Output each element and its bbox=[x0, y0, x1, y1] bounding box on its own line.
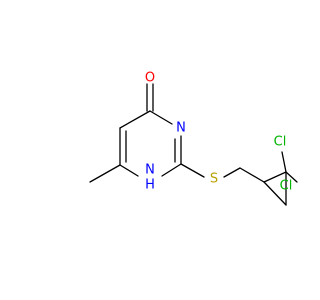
bond-cp2-cl-top bbox=[281, 151, 287, 173]
bond-cp1-cp3 bbox=[263, 181, 287, 206]
bond-c2-n1 bbox=[161, 163, 182, 177]
nitrogen-n1-label: N bbox=[145, 163, 155, 178]
atom-labels: O N N H S Cl Cl bbox=[145, 71, 292, 194]
bond-c4-n3 bbox=[149, 110, 173, 125]
bond-s-ch2 bbox=[223, 167, 241, 178]
nitrogen-n3-label: N bbox=[176, 121, 186, 136]
sulfur-label: S bbox=[210, 172, 218, 187]
bond-cp2-cl-bottom bbox=[285, 171, 298, 183]
bond-ch2-cp bbox=[239, 167, 265, 183]
bond-c6-methyl bbox=[89, 164, 121, 183]
chlorine-bottom-label: Cl bbox=[280, 179, 293, 194]
bonds bbox=[89, 83, 298, 206]
bond-n1-c6 bbox=[119, 164, 139, 177]
bond-c5-c4 bbox=[119, 110, 151, 129]
structure-drawing: O N N H S Cl Cl bbox=[89, 71, 298, 206]
oxygen-label: O bbox=[145, 71, 155, 86]
hydrogen-label: H bbox=[145, 178, 155, 193]
bond-c2-s bbox=[180, 163, 205, 178]
molecule-canvas: O N N H S Cl Cl bbox=[89, 70, 298, 206]
bond-cp1-cp2 bbox=[263, 171, 287, 183]
chlorine-top-label: Cl bbox=[274, 135, 287, 150]
